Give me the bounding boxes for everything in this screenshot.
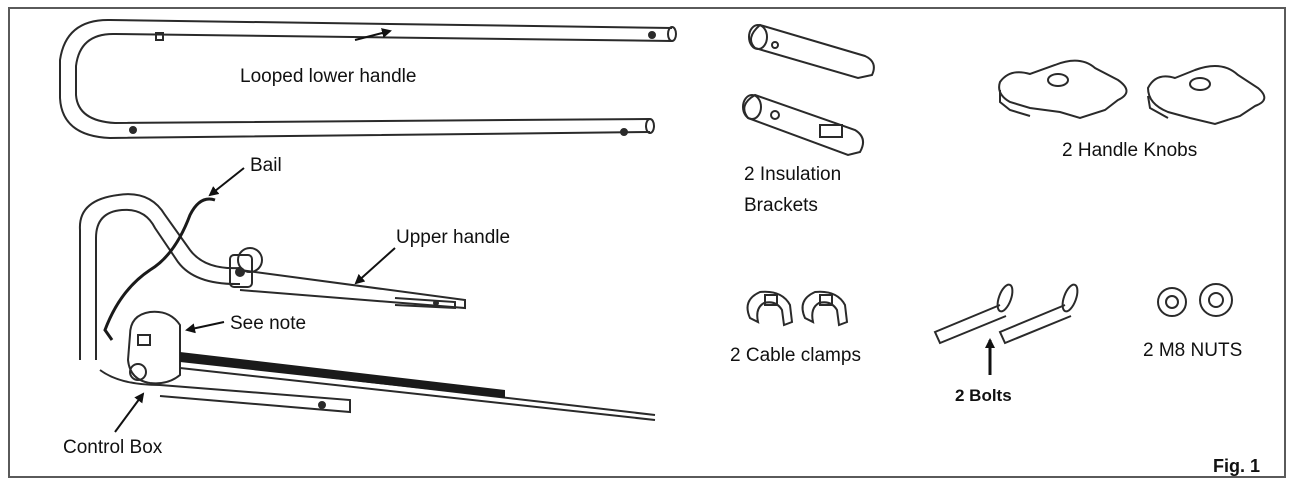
see-note-label: See note bbox=[230, 313, 307, 334]
cable-band bbox=[180, 352, 505, 398]
upper-handle-drawing bbox=[78, 193, 656, 421]
handle-knobs-drawing bbox=[998, 59, 1266, 126]
insulation-brackets-drawing bbox=[742, 23, 875, 157]
m8-nuts-drawing bbox=[1157, 283, 1233, 317]
m8-nuts-label: 2 M8 NUTS bbox=[1143, 340, 1243, 361]
cable-clamps-drawing bbox=[746, 290, 849, 327]
bail-label: Bail bbox=[250, 155, 282, 176]
bolts-drawing bbox=[933, 283, 1079, 345]
looped-lower-handle-drawing bbox=[59, 18, 677, 140]
handle-knobs-label: 2 Handle Knobs bbox=[1062, 140, 1198, 161]
insulation-brackets-label-line2: Brackets bbox=[744, 195, 818, 216]
looped-lower-handle-label: Looped lower handle bbox=[240, 66, 417, 87]
insulation-brackets-label-line1: 2 Insulation bbox=[744, 164, 842, 185]
bolts-label: 2 Bolts bbox=[955, 386, 1012, 405]
figure-frame bbox=[8, 7, 1286, 478]
figure-number: Fig. 1 bbox=[1213, 456, 1261, 476]
upper-handle-label: Upper handle bbox=[396, 227, 511, 248]
cable-clamps-label: 2 Cable clamps bbox=[730, 345, 861, 366]
bail-wire bbox=[103, 197, 216, 341]
control-box-label: Control Box bbox=[63, 437, 163, 458]
